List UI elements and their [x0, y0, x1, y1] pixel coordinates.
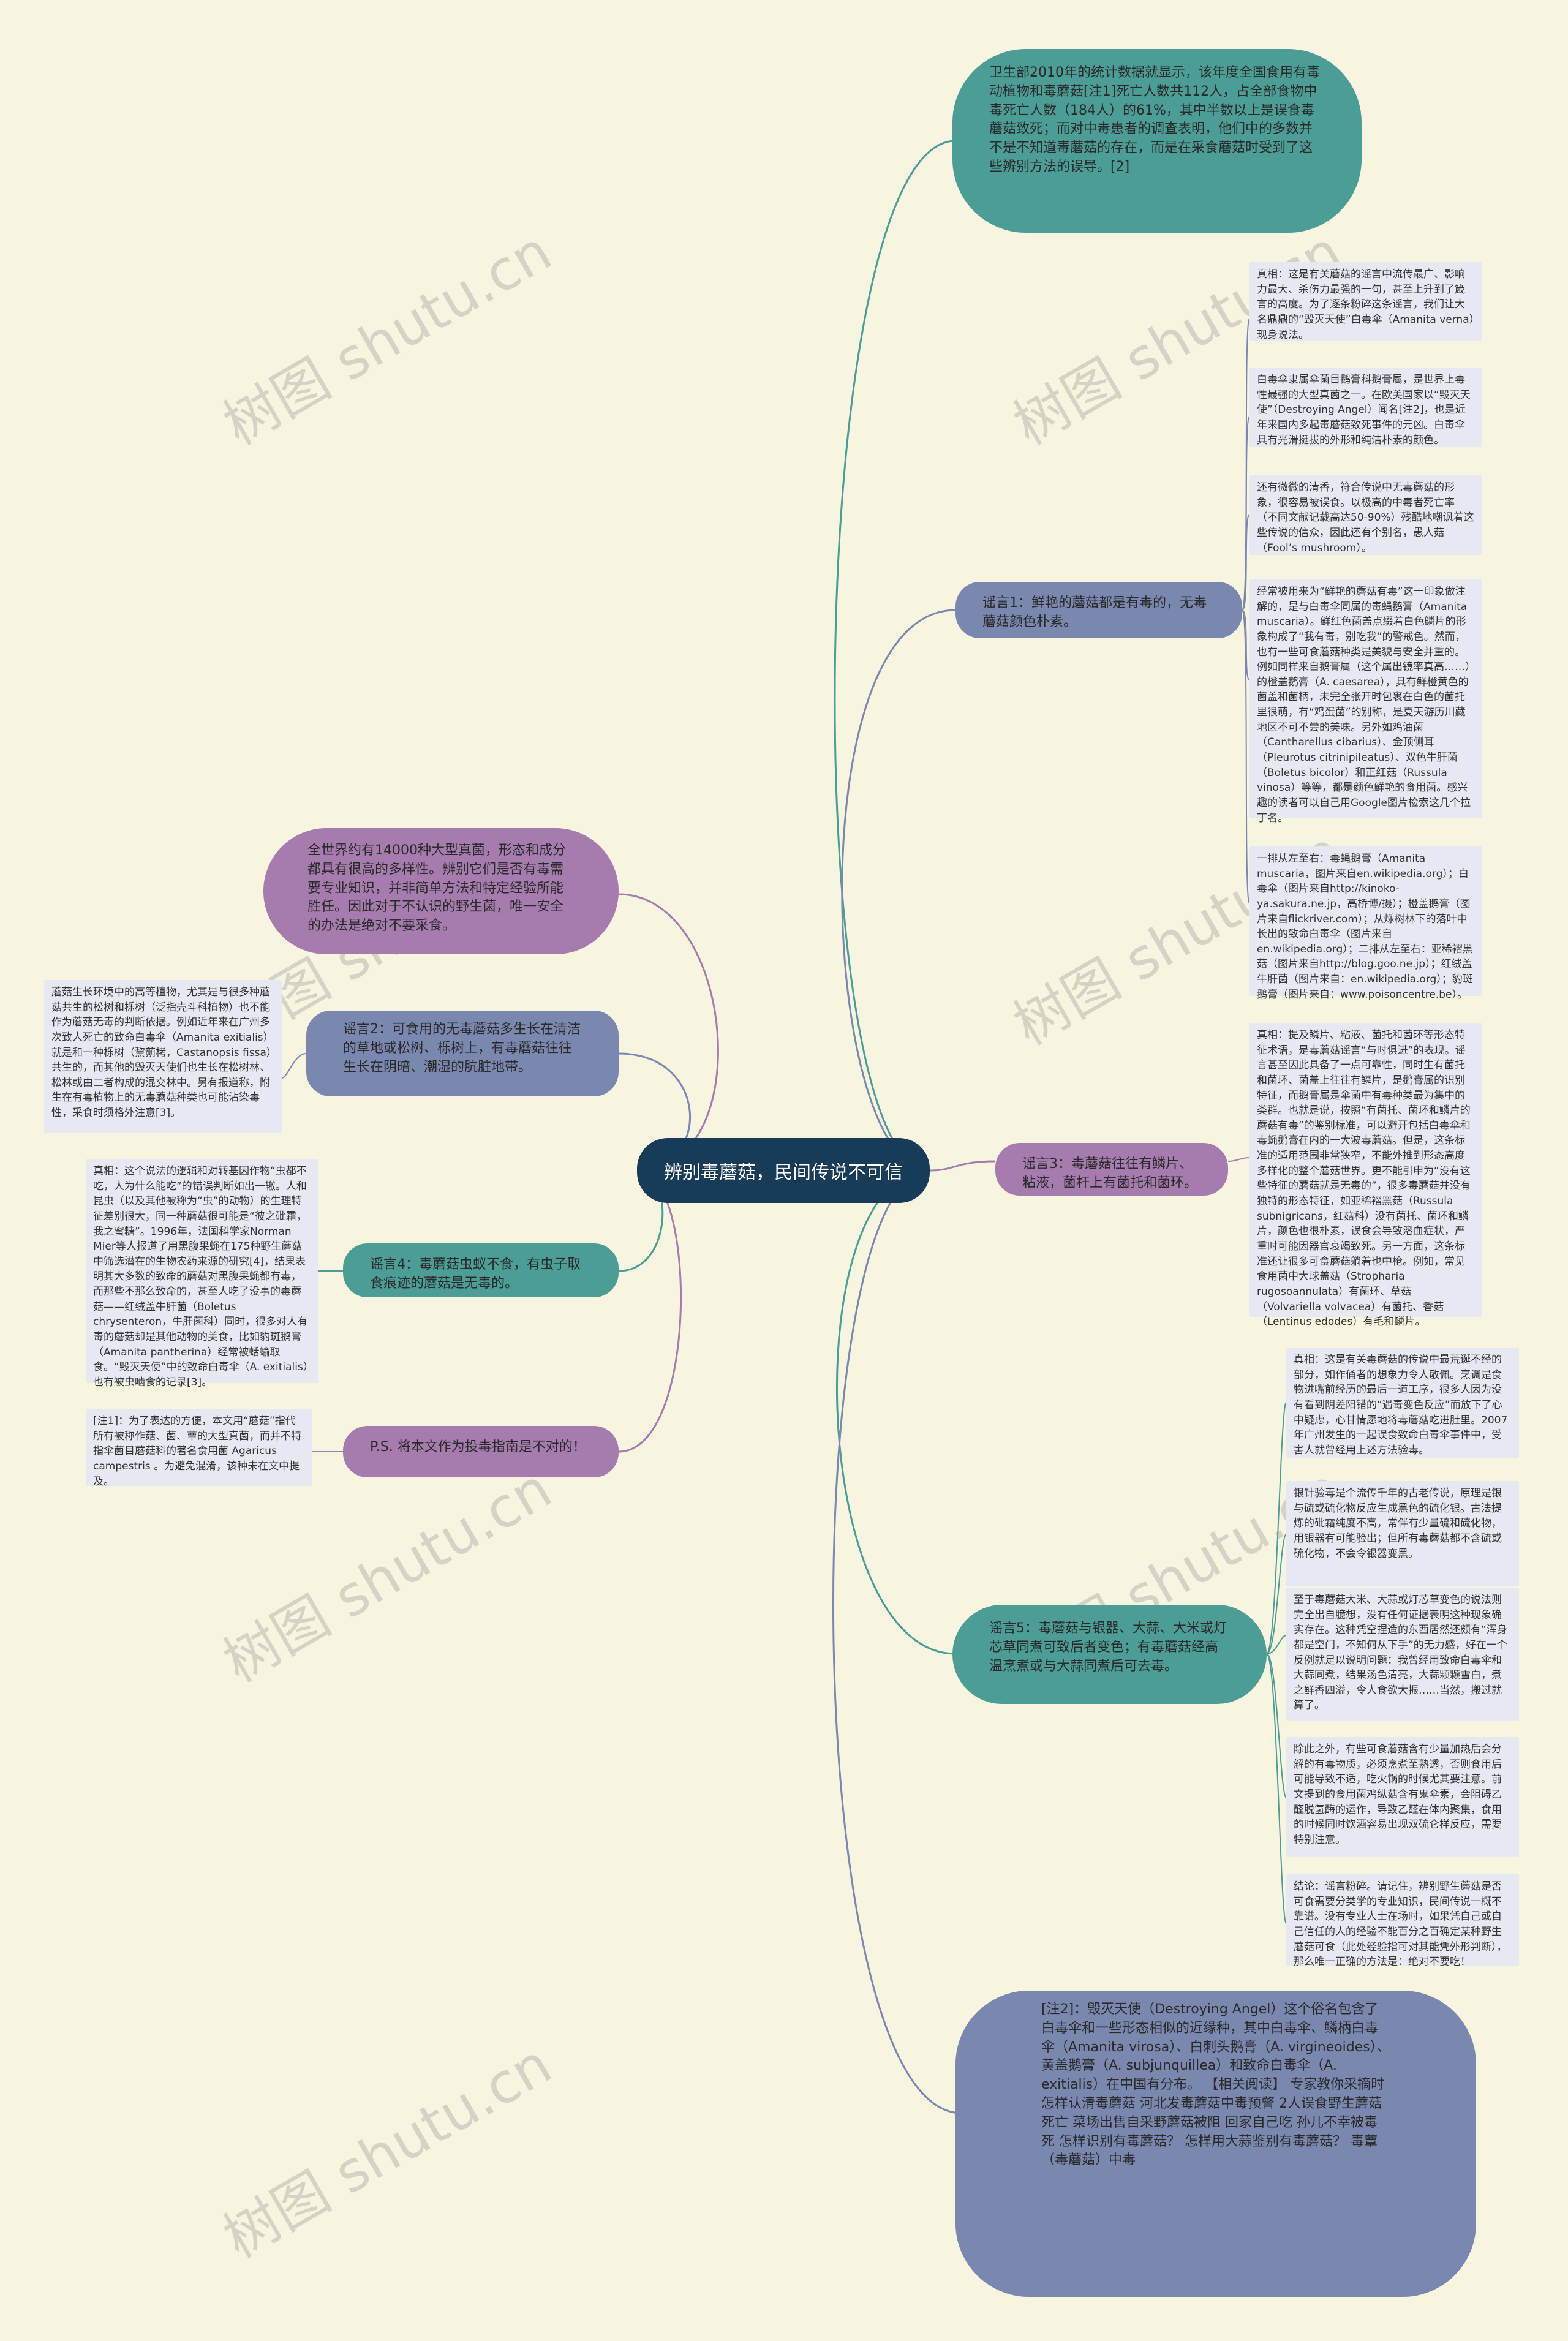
myth5-note-3: 至于毒蘑菇大米、大蒜或灯芯草变色的说法则完全出自臆想，没有任何证据表明这种现象确…: [1286, 1588, 1519, 1721]
root-topic[interactable]: 辨别毒蘑菇，民间传说不可信: [637, 1138, 930, 1203]
myth1-note-3: 还有微微的清香，符合传说中无毒蘑菇的形象，很容易被误食。以极高的中毒者死亡率（不…: [1250, 475, 1482, 555]
intro-node[interactable]: 全世界约有14000种大型真菌，形态和成分都具有很高的多样性。辨别它们是否有毒需…: [263, 828, 619, 954]
myth1-node[interactable]: 谣言1：鲜艳的蘑菇都是有毒的，无毒蘑菇颜色朴素。: [956, 582, 1242, 638]
ps-note: [注1]：为了表达的方便，本文用“蘑菇”指代所有被称作菇、菌、蕈的大型真菌，而并…: [86, 1409, 312, 1488]
myth3-note: 真相：提及鳞片、粘液、菌托和菌环等形态特征术语，是毒蘑菇谣言“与时俱进”的表现。…: [1250, 1023, 1482, 1328]
myth5-note-2: 银针验毒是个流传千年的古老传说，原理是银与硫或硫化物反应生成黑色的硫化银。古法提…: [1286, 1481, 1519, 1586]
myth2-note: 蘑菇生长环境中的高等植物，尤其是与很多种蘑菇共生的松树和栎树（泛指壳斗科植物）也…: [44, 980, 282, 1133]
myth1-note-1: 真相：这是有关蘑菇的谣言中流传最广、影响力最大、杀伤力最强的一句，甚至上升到了箴…: [1250, 262, 1482, 341]
myth1-note-2: 白毒伞隶属伞菌目鹅膏科鹅膏属，是世界上毒性最强的大型真菌之一。在欧美国家以“毁灭…: [1250, 368, 1482, 447]
ps-node[interactable]: P.S. 将本文作为投毒指南是不对的！: [343, 1426, 619, 1477]
myth5-note-1: 真相：这是有关毒蘑菇的传说中最荒诞不经的部分，如作俑者的想象力令人敬佩。烹调是食…: [1286, 1348, 1519, 1458]
myth1-note-4: 经常被用来为“鲜艳的蘑菇有毒”这一印象做注解的，是与白毒伞同属的毒蝇鹅膏（Ama…: [1250, 579, 1482, 824]
myth3-node[interactable]: 谣言3：毒蘑菇往往有鳞片、粘液，菌杆上有菌托和菌环。: [995, 1143, 1228, 1196]
myth5-node[interactable]: 谣言5：毒蘑菇与银器、大蒜、大米或灯芯草同煮可致后者变色；有毒蘑菇经高温烹煮或与…: [952, 1605, 1267, 1704]
bottom-note-node[interactable]: [注2]：毁灭天使（Destroying Angel）这个俗名包含了白毒伞和一些…: [956, 1991, 1476, 2297]
myth4-note: 真相：这个说法的逻辑和对转基因作物“虫都不吃，人为什么能吃”的错误判断如出一辙。…: [86, 1159, 318, 1389]
top-fact-node[interactable]: 卫生部2010年的统计数据就显示，该年度全国食用有毒动植物和毒蘑菇[注1]死亡人…: [952, 49, 1362, 233]
myth4-node[interactable]: 谣言4：毒蘑菇虫蚁不食，有虫子取食痕迹的蘑菇是无毒的。: [343, 1243, 619, 1297]
myth5-note-4: 除此之外，有些可食蘑菇含有少量加热后会分解的有毒物质，必须烹煮至熟透，否则食用后…: [1286, 1737, 1519, 1857]
myth5-note-5: 结论：谣言粉碎。请记住，辨别野生蘑菇是否可食需要分类学的专业知识，民间传说一概不…: [1286, 1874, 1519, 1968]
myth2-node[interactable]: 谣言2：可食用的无毒蘑菇多生长在清洁的草地或松树、栎树上，有毒蘑菇往往生长在阴暗…: [306, 1011, 619, 1096]
myth1-note-5: 一排从左至右：毒蝇鹅膏（Amanita muscaria，图片来自en.wiki…: [1250, 846, 1482, 1001]
